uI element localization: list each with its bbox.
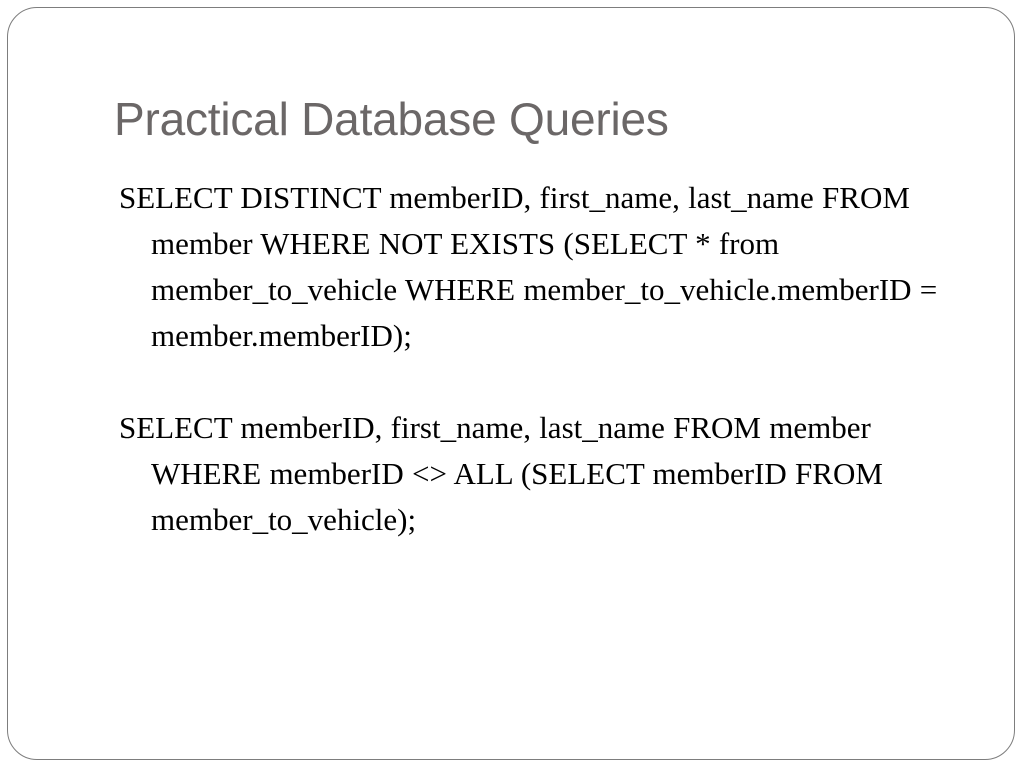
slide-frame: Practical Database Queries SELECT DISTIN… [7,7,1015,760]
sql-query-block-2: SELECT memberID, first_name, last_name F… [119,410,883,537]
slide-body: SELECT DISTINCT memberID, first_name, la… [119,175,971,543]
sql-query-block-1: SELECT DISTINCT memberID, first_name, la… [119,180,938,353]
page-title: Practical Database Queries [114,93,669,145]
query-spacer [119,359,971,405]
